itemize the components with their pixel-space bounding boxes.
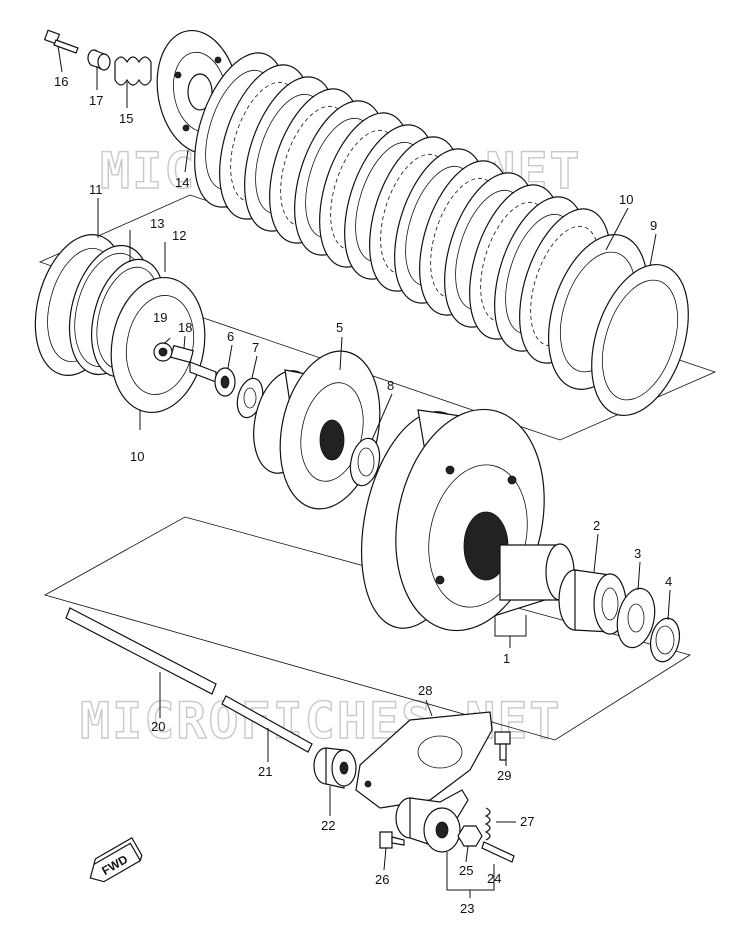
callout-29: 29 [497,768,511,783]
callout-labels: 1 2 3 4 5 6 7 8 9 10 10 11 12 13 14 15 1… [54,74,672,916]
callout-5: 5 [336,320,343,335]
callout-18: 18 [178,320,192,335]
circlip-part-4 [649,617,681,663]
callout-12: 12 [172,228,186,243]
callout-6: 6 [227,329,234,344]
friction-plate-part-9 [591,263,689,417]
fwd-direction-arrow: FWD [89,837,143,883]
callout-13: 13 [150,216,164,231]
bolt-part-16 [43,29,79,54]
callout-3: 3 [634,546,641,561]
bolt-part-26 [379,831,405,849]
callout-8: 8 [387,378,394,393]
adjust-screw-part-24 [481,841,515,863]
callout-17: 17 [89,93,103,108]
needle-bearing-part-2 [558,569,627,635]
push-rod-part-20 [65,607,217,695]
callout-1: 1 [503,651,510,666]
push-rod-part-21 [221,695,313,753]
callout-4: 4 [665,574,672,589]
callout-2: 2 [593,518,600,533]
washer-part-8 [349,437,381,487]
callout-10-lower: 10 [130,449,144,464]
callout-27: 27 [520,814,534,829]
oil-seal-part-22 [313,747,357,789]
callout-16: 16 [54,74,68,89]
nut-part-25 [457,825,483,847]
callout-9: 9 [650,218,657,233]
callout-25: 25 [459,863,473,878]
callout-23: 23 [460,901,474,916]
callout-26: 26 [375,872,389,887]
push-rod-part-6 [189,361,236,397]
callout-20: 20 [151,719,165,734]
callout-14: 14 [175,175,189,190]
bracket-part-28 [355,711,493,809]
callout-11: 11 [89,182,103,197]
callout-15: 15 [119,111,133,126]
spring-part-27 [484,807,491,841]
clutch-housing-part-1 [360,408,575,632]
spacer-part-17 [87,49,111,71]
bearing-part-19 [153,342,173,362]
push-piece-part-18 [170,344,194,364]
bolt-part-29 [494,731,511,761]
thrust-washer-part-3 [616,587,656,649]
plate-group-outline [38,194,717,441]
callout-19: 19 [153,310,167,325]
callout-28: 28 [418,683,432,698]
callout-10-upper: 10 [619,192,633,207]
release-lever-part-23 [395,789,469,853]
leader-lines [57,45,671,898]
basket-group-outline [43,516,691,741]
callout-21: 21 [258,764,272,779]
callout-22: 22 [321,818,335,833]
spring-part-15 [114,56,152,86]
callout-24: 24 [487,871,501,886]
callout-7: 7 [252,340,259,355]
